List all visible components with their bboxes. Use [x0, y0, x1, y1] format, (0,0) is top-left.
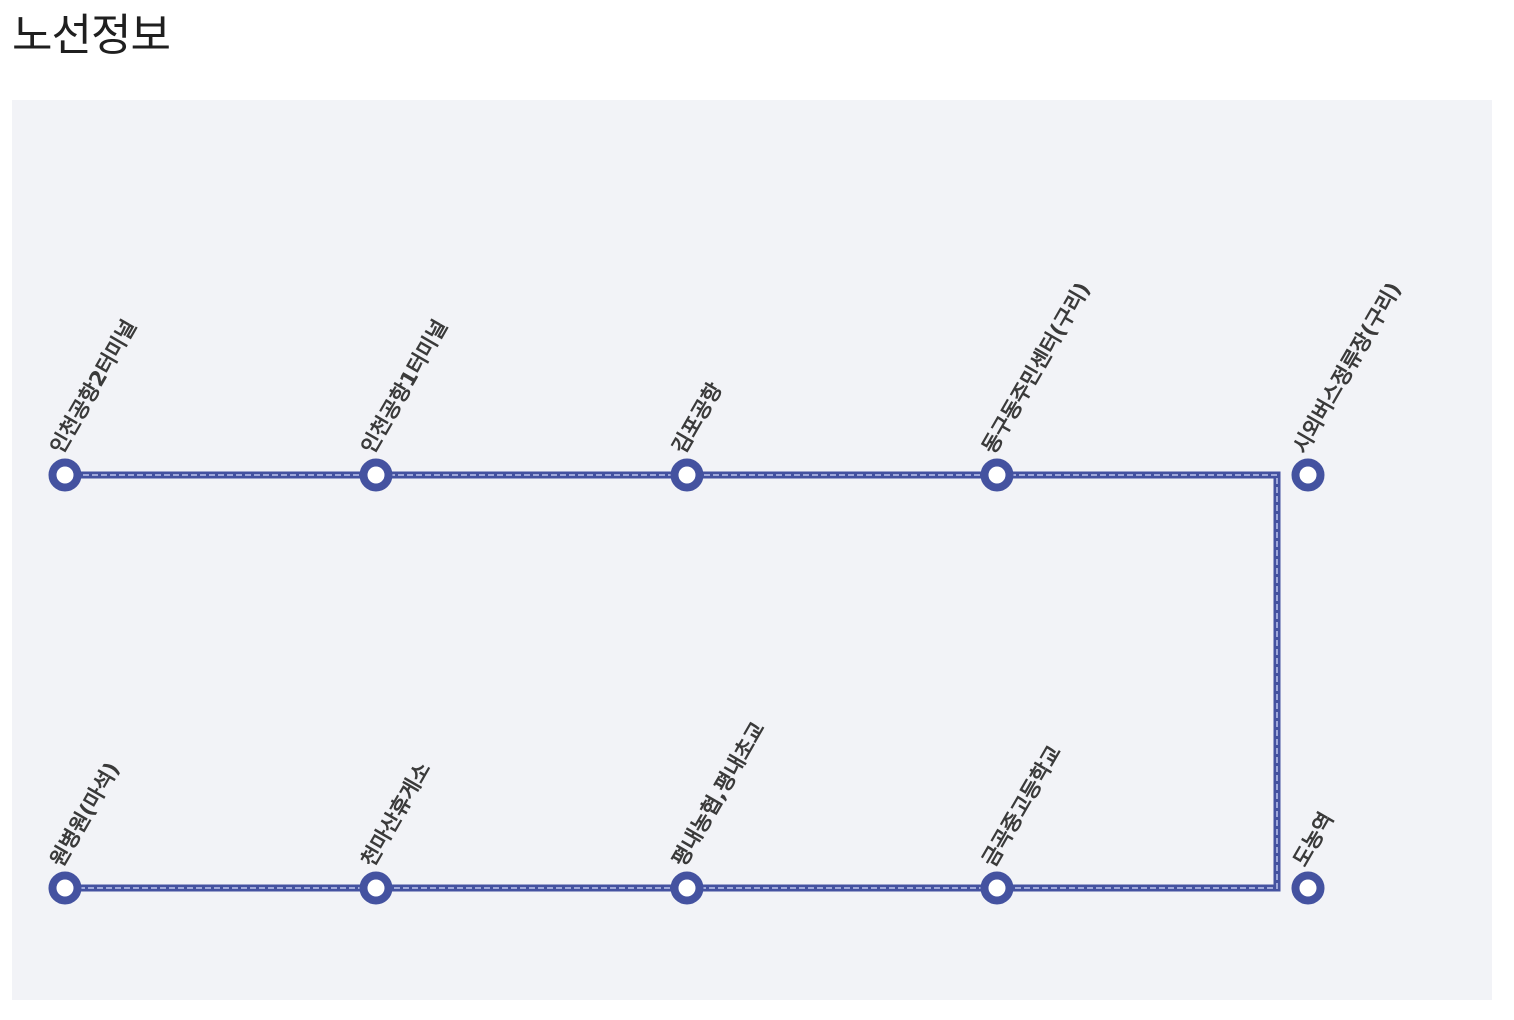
page-title: 노선정보: [12, 10, 171, 61]
stop-name: 금곡중고등학교: [978, 741, 1066, 870]
stop-marker-icon[interactable]: [670, 458, 704, 492]
bus-stop[interactable]: 금곡중고등학교: [978, 741, 1066, 905]
stop-marker-icon[interactable]: [359, 871, 393, 905]
bus-stop[interactable]: 동구동주민센터(구리): [978, 278, 1095, 492]
bus-stop[interactable]: 원병원(마석): [46, 758, 125, 905]
stop-name: 인천공항2터미널: [46, 316, 142, 458]
bus-stop[interactable]: 인천공항2터미널: [46, 316, 142, 492]
bus-stop[interactable]: 도농역: [1289, 808, 1339, 905]
stop-name: 원병원(마석): [46, 758, 125, 870]
stop-name: 평내농협,평내초교: [668, 718, 770, 871]
bus-stop[interactable]: 인천공항1터미널: [357, 316, 453, 492]
stop-name: 천마산휴게소: [357, 758, 436, 870]
route-map-panel: 인천공항2터미널 인천공항1터미널 김포공항 동구동주민센터(구리) 시외버스정류장(구…: [12, 100, 1492, 1000]
stop-marker-icon[interactable]: [670, 871, 704, 905]
stop-marker-icon[interactable]: [48, 458, 82, 492]
route-line: [65, 471, 1281, 892]
stop-marker-icon[interactable]: [1291, 871, 1325, 905]
stop-marker-icon[interactable]: [980, 458, 1014, 492]
stop-marker-icon[interactable]: [980, 871, 1014, 905]
bus-stop[interactable]: 시외버스정류장(구리): [1289, 278, 1406, 492]
stop-name: 시외버스정류장(구리): [1289, 278, 1406, 457]
stop-marker-icon[interactable]: [48, 871, 82, 905]
route-map: 인천공항2터미널 인천공항1터미널 김포공항 동구동주민센터(구리) 시외버스정류장(구…: [46, 278, 1406, 905]
bus-stop[interactable]: 천마산휴게소: [357, 758, 436, 905]
stop-name: 동구동주민센터(구리): [978, 278, 1095, 457]
stop-name: 도농역: [1289, 808, 1339, 870]
stop-marker-icon[interactable]: [359, 458, 393, 492]
stop-marker-icon[interactable]: [1291, 458, 1325, 492]
stop-name: 김포공항: [668, 379, 727, 458]
route-line-inner: [65, 474, 1278, 889]
bus-stop[interactable]: 평내농협,평내초교: [668, 718, 770, 905]
stop-name: 인천공항1터미널: [357, 316, 453, 458]
bus-stop[interactable]: 김포공항: [668, 379, 727, 492]
